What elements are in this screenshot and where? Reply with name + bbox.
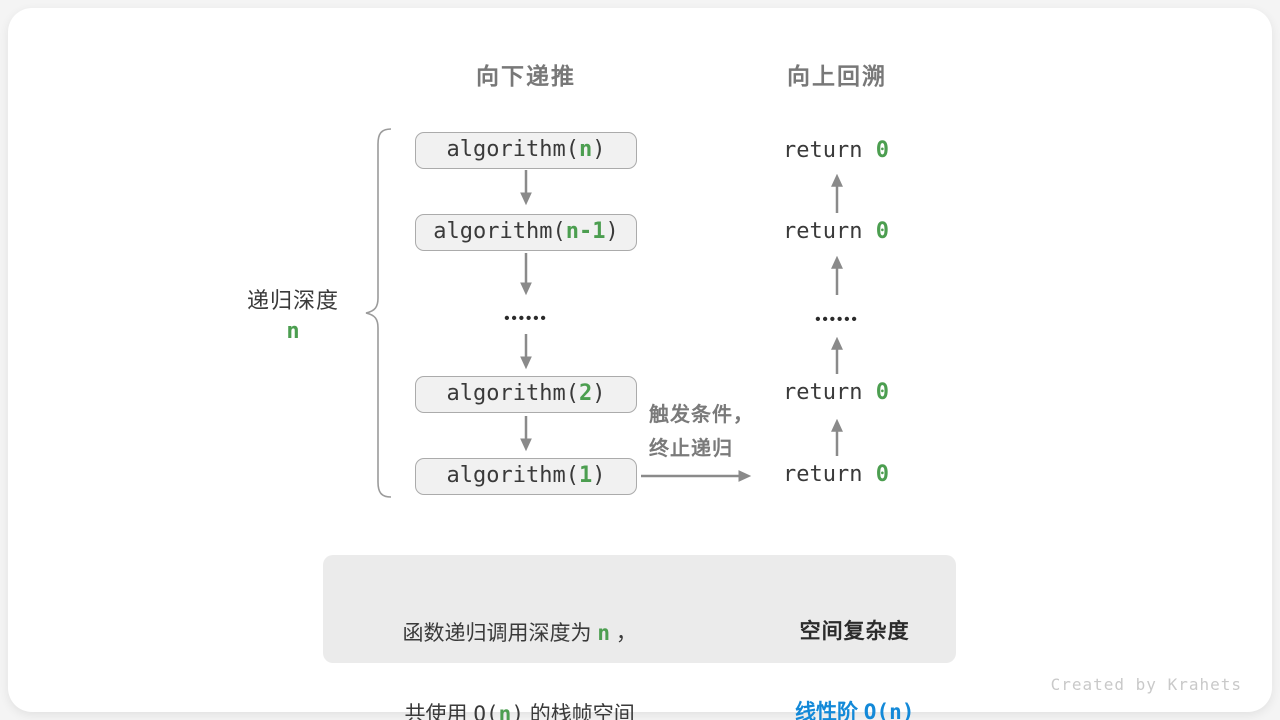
return-value: 0: [875, 380, 889, 405]
return-value: 0: [875, 462, 889, 487]
ellipsis-right: ••••••: [815, 311, 859, 328]
call-text: ): [605, 219, 619, 244]
call-arg: 1: [578, 463, 593, 488]
summary-right-text: 空间复杂度 线性阶 O(n): [723, 572, 963, 720]
call-text: ): [592, 381, 606, 406]
call-arg: n: [578, 137, 593, 162]
call-box-n: algorithm(n): [415, 132, 637, 169]
credit-text: Created by Krahets: [1050, 675, 1242, 694]
header-downward-recursion: 向下递推: [476, 63, 576, 89]
call-text: algorithm(: [446, 137, 579, 162]
summary-line2: 共使用 O(n) 的栈帧空间: [405, 702, 635, 720]
call-text: ): [592, 463, 606, 488]
return-value: 0: [875, 138, 889, 163]
call-arg: n-1: [565, 219, 606, 244]
return-keyword: return: [783, 219, 876, 244]
space-complexity-title: 空间复杂度: [799, 620, 910, 643]
call-box-n-1: algorithm(n-1): [415, 214, 637, 251]
space-complexity-value: 线性阶 O(n): [794, 700, 915, 720]
summary-panel: [323, 555, 956, 663]
return-keyword: return: [783, 462, 876, 487]
return-row-1: return 0: [783, 138, 889, 163]
call-text: algorithm(: [446, 381, 579, 406]
return-row-3: return 0: [783, 380, 889, 405]
n-symbol: n: [597, 621, 610, 645]
call-box-2: algorithm(2): [415, 376, 637, 413]
ellipsis-left: ••••••: [504, 310, 548, 327]
summary-line1: 函数递归调用深度为 n ，: [402, 621, 637, 645]
recursion-depth-label: 递归深度: [246, 288, 339, 313]
summary-left-text: 函数递归调用深度为 n ， 共使用 O(n) 的栈帧空间: [330, 573, 686, 720]
trigger-condition-line2: 终止递归: [649, 438, 733, 460]
call-text: ): [592, 137, 606, 162]
return-keyword: return: [783, 380, 876, 405]
trigger-condition-line1: 触发条件，: [649, 404, 754, 426]
call-text: algorithm(: [446, 463, 579, 488]
return-row-2: return 0: [783, 219, 889, 244]
n-symbol: n: [498, 702, 512, 720]
return-row-4: return 0: [783, 462, 889, 487]
recursion-depth-value: n: [286, 319, 300, 344]
return-keyword: return: [783, 138, 876, 163]
call-box-1: algorithm(1): [415, 458, 637, 495]
call-text: algorithm(: [433, 219, 566, 244]
return-value: 0: [875, 219, 889, 244]
header-upward-backtrack: 向上回溯: [787, 63, 887, 89]
call-arg: 2: [578, 381, 593, 406]
